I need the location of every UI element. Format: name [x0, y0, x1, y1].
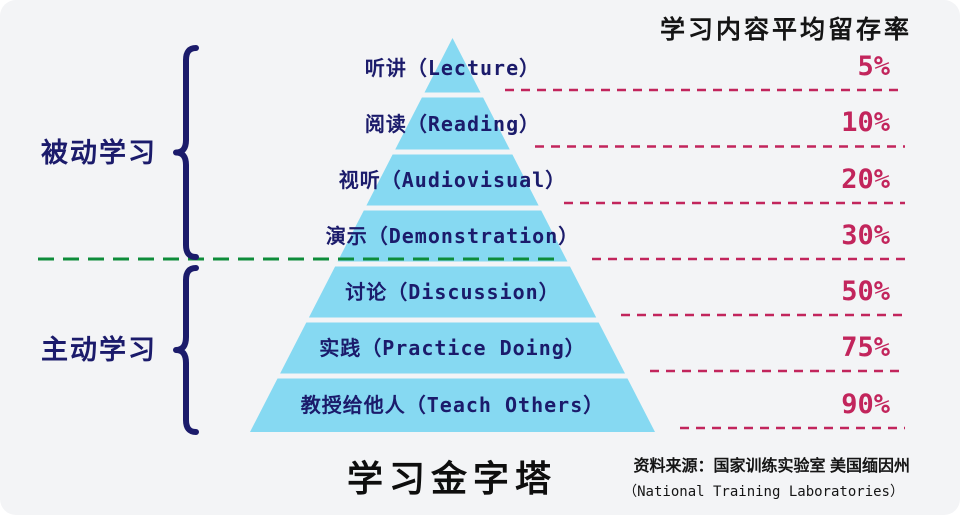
passive-learning-brace — [173, 45, 199, 260]
row-label-teach-others: 教授给他人（Teach Others） — [300, 393, 605, 417]
diagram-title: 学习金字塔 — [346, 458, 557, 499]
source-line-2: （National Training Laboratories） — [623, 484, 904, 500]
active-learning-label: 主动学习 — [41, 335, 157, 365]
retention-rate-title: 学习内容平均留存率 — [659, 16, 912, 44]
source-line-1: 资料来源：国家训练实验室 美国缅因州 — [633, 458, 910, 475]
percent-dash-lines — [505, 88, 905, 430]
row-label-discussion: 讨论（Discussion） — [345, 280, 560, 304]
percent-discussion: 50% — [841, 276, 890, 307]
pyramid-level-demonstration — [337, 210, 568, 262]
passive-learning-label: 被动学习 — [41, 138, 157, 168]
pyramid-level-discussion — [308, 266, 597, 318]
group-braces — [173, 45, 199, 435]
percent-demonstration: 30% — [841, 220, 890, 251]
pyramid-level-audiovisual — [366, 154, 539, 206]
percent-audiovisual: 20% — [841, 164, 890, 195]
active-learning-brace — [173, 265, 199, 435]
pyramid-level-practice — [280, 322, 625, 374]
pyramid-level-reading — [395, 97, 510, 150]
percent-lecture: 5% — [857, 51, 890, 82]
percent-reading: 10% — [841, 107, 890, 138]
pyramid-level-lecture — [424, 38, 481, 93]
row-label-audiovisual: 视听（Audiovisual） — [338, 168, 567, 192]
pyramid-level-teach-others — [250, 378, 655, 432]
row-label-demonstration: 演示（Demonstration） — [325, 224, 580, 248]
percent-practice: 75% — [841, 332, 890, 363]
row-label-lecture: 听讲（Lecture） — [364, 56, 541, 80]
percent-teach-others: 90% — [841, 389, 890, 420]
row-label-reading: 阅读（Reading） — [364, 112, 541, 136]
pyramid — [250, 38, 655, 432]
row-label-practice: 实践（Practice Doing） — [319, 336, 586, 360]
